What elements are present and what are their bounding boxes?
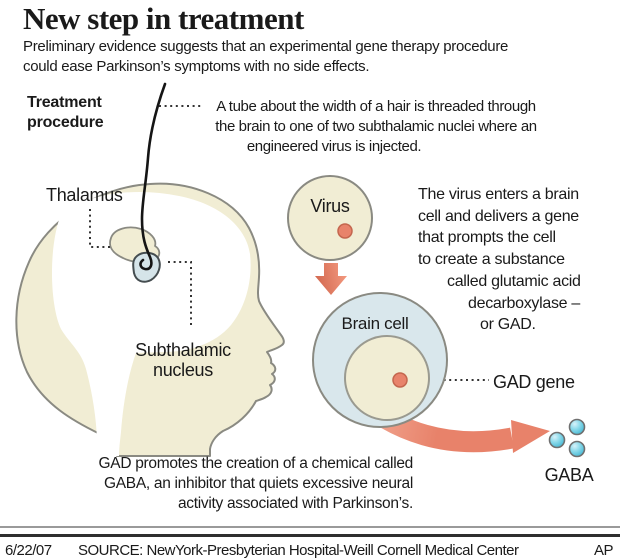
procedure-label: Treatment procedure	[27, 93, 104, 133]
gaba-molecule-dot	[568, 418, 586, 436]
procedure-label-line2: procedure	[27, 114, 104, 131]
brain-region-shape	[51, 191, 251, 456]
tube-note-line: the brain to one of two subthalamic nucl…	[215, 118, 537, 135]
virus-circle	[287, 175, 373, 261]
subtitle-line2: could ease Parkinson’s symptoms with no …	[23, 58, 370, 75]
subthalamic-label-line2: nucleus	[153, 360, 213, 380]
down-arrow	[315, 263, 347, 295]
subthalamic-nucleus-shape	[132, 251, 161, 283]
gad-gene-dot	[392, 372, 408, 388]
cell-nucleus-circle	[344, 335, 430, 421]
virus-gene-dot	[337, 223, 353, 239]
gaba-molecule-dot	[548, 431, 566, 449]
gaba-arrow-head	[511, 420, 550, 453]
virus-note: The virus enters a brain cell and delive…	[418, 184, 581, 336]
subthalamic-label: Subthalamic nucleus	[118, 340, 248, 380]
procedure-label-line1: Treatment	[27, 94, 102, 111]
subthalamic-connector	[168, 261, 192, 326]
virus-note-line: that prompts the cell	[418, 229, 556, 247]
tube-line	[139, 82, 167, 271]
thalamus-connector	[89, 209, 111, 248]
gaba-note-line: GABA, an inhibitor that quiets excessive…	[104, 475, 413, 492]
footer-date: 6/22/07	[5, 542, 52, 559]
gaba-note-line: GAD promotes the creation of a chemical …	[98, 455, 414, 472]
tube-note: A tube about the width of a hair is thre…	[206, 97, 546, 157]
virus-note-line: The virus enters a brain	[418, 186, 579, 203]
footer-rule-top	[0, 526, 620, 528]
virus-note-line: decarboxylase –	[468, 294, 581, 312]
tube-note-line: A tube about the width of a hair is thre…	[216, 98, 536, 115]
page-title: New step in treatment	[23, 1, 304, 36]
subthalamic-label-line1: Subthalamic	[135, 340, 231, 360]
subtitle: Preliminary evidence suggests that an ex…	[23, 37, 508, 77]
footer-rule-bottom	[0, 534, 620, 537]
gaba-label: GABA	[544, 465, 594, 485]
tube-note-line: engineered virus is injected.	[246, 138, 422, 155]
gaba-note: GAD promotes the creation of a chemical …	[98, 454, 414, 514]
footer-credit: AP	[593, 542, 614, 559]
virus-note-line: or GAD.	[480, 316, 536, 334]
gaba-note-line: activity associated with Parkinson’s.	[177, 495, 413, 512]
gad-gene-label: GAD gene	[493, 372, 575, 392]
brain-cell-label: Brain cell	[341, 314, 409, 333]
virus-label: Virus	[310, 196, 350, 216]
virus-note-line: called glutamic acid	[447, 272, 581, 290]
diagram-canvas	[15, 82, 586, 458]
thalamus-label: Thalamus	[46, 185, 123, 205]
virus-note-line: cell and delivers a gene	[418, 207, 579, 225]
subtitle-line1: Preliminary evidence suggests that an ex…	[23, 38, 509, 55]
footer-source: SOURCE: NewYork-Presbyterian Hospital-We…	[78, 542, 519, 559]
gaba-molecule-dot	[568, 440, 586, 458]
virus-note-line: to create a substance	[418, 251, 565, 269]
